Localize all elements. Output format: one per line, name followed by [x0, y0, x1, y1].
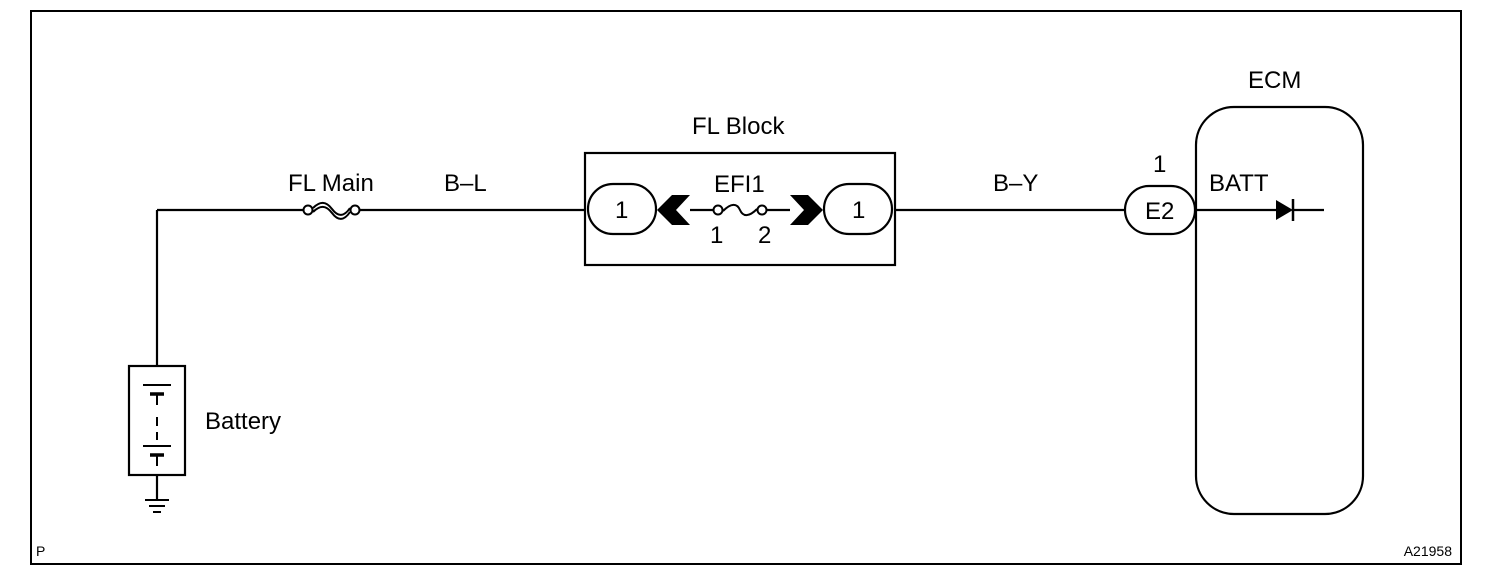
fl-block-terminal-left-label: 1 [615, 197, 628, 224]
ecm-box [1194, 105, 1365, 516]
efi1-pin-right-label: 2 [758, 222, 771, 249]
corner-code-left: P [36, 543, 45, 559]
connector-right-arrow-icon [790, 195, 823, 225]
diagram-frame [30, 10, 1462, 565]
wire-b-y-label: B–Y [993, 170, 1038, 197]
battery-icon [143, 384, 171, 466]
wire-b-l-label: B–L [444, 170, 487, 197]
ecm-connector-pin-label: 1 [1153, 151, 1166, 178]
connector-left-arrow-icon [657, 195, 690, 225]
fl-main-label: FL Main [288, 170, 374, 197]
ground-icon [145, 499, 169, 513]
diode-icon [1276, 199, 1295, 221]
ecm-label: ECM [1248, 67, 1301, 94]
fl-block-label: FL Block [692, 113, 785, 140]
ecm-connector-e2 [1123, 184, 1197, 236]
ecm-connector-e2-label: E2 [1145, 198, 1174, 225]
efi1-pin-left-label: 1 [710, 222, 723, 249]
fl-block-terminal-right [822, 182, 894, 236]
efi1-fuse-icon [712, 203, 768, 217]
figure-code: A21958 [1404, 543, 1452, 559]
fl-main-fusible-link-icon [302, 201, 361, 220]
fl-block-terminal-right-label: 1 [852, 197, 865, 224]
fl-block-terminal-left [586, 182, 658, 236]
battery-label: Battery [205, 408, 281, 435]
fl-block-box [583, 151, 897, 267]
batt-terminal-label: BATT [1209, 170, 1269, 197]
efi1-label: EFI1 [714, 171, 765, 198]
